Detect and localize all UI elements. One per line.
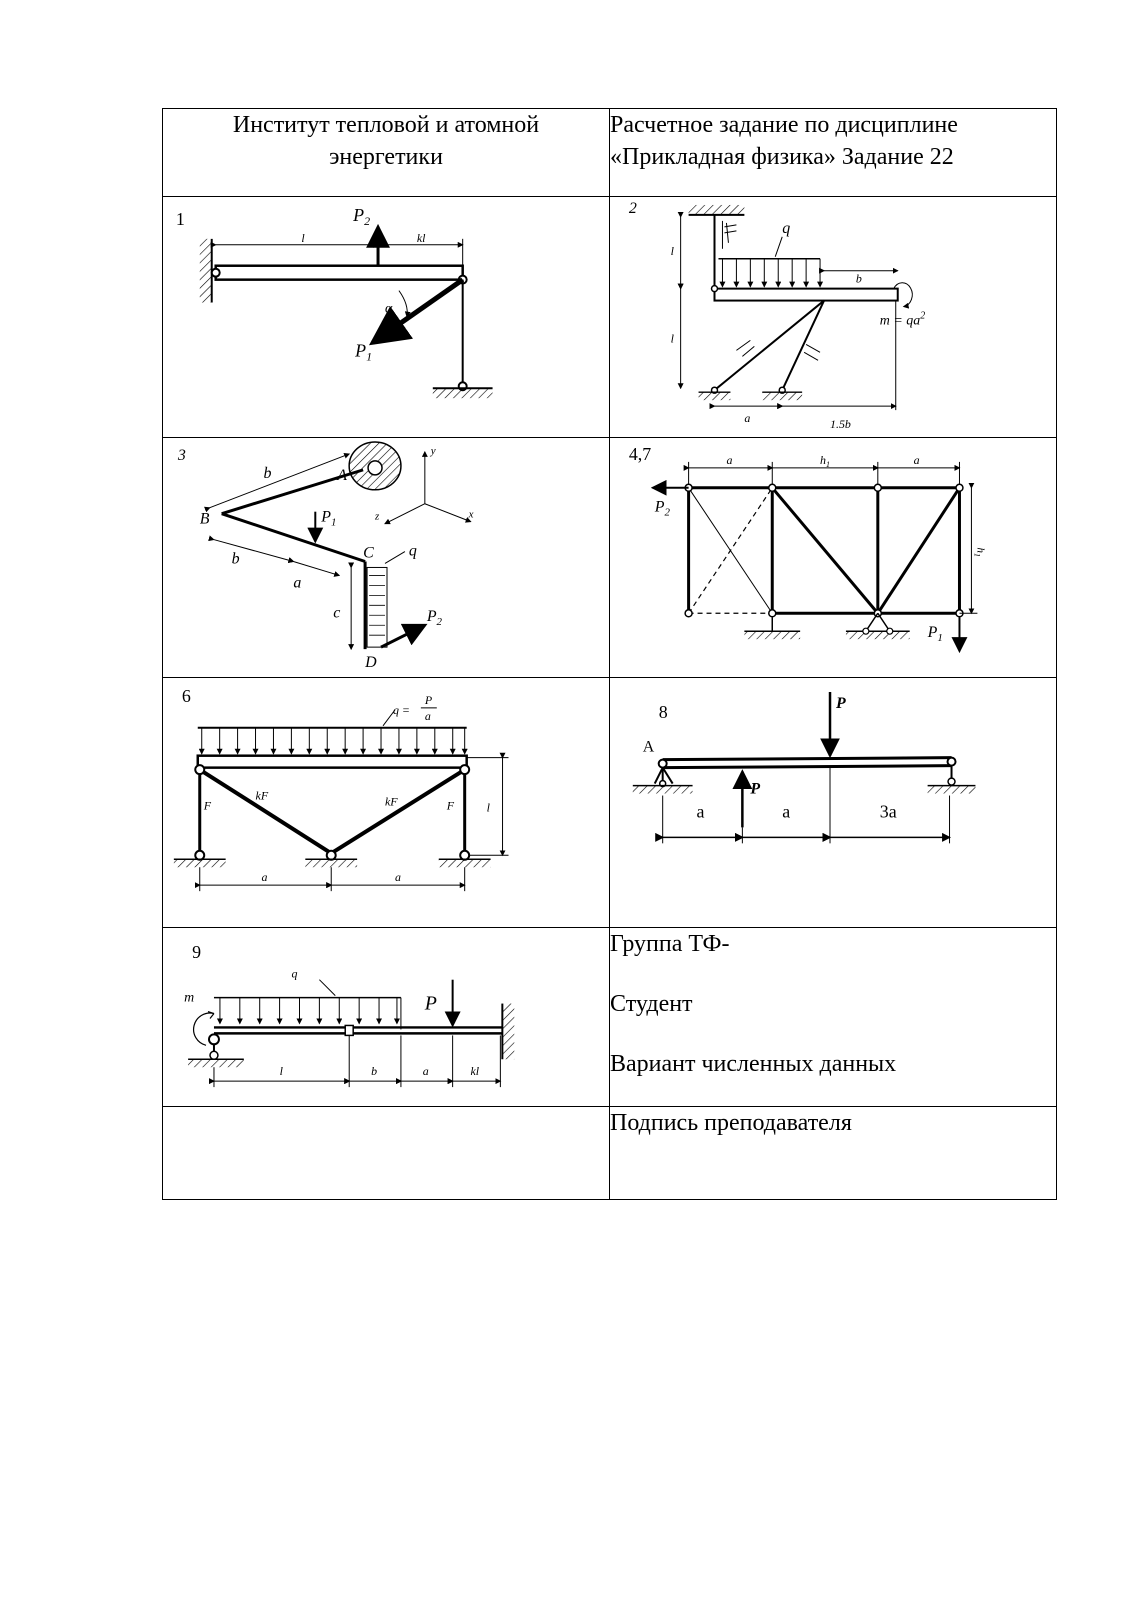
variant-label: Вариант численных данных [610,1051,897,1077]
figure-2-diagram: 2 [629,200,925,431]
figure-8-cell: 8 A P [609,677,1057,928]
p1-label: P1 [354,340,372,363]
axis-y: y [430,445,436,457]
dim-15b: 1.5b [830,417,851,431]
axis-x: x [468,509,474,521]
dim-h: h1 [972,548,986,557]
axis-z: z [374,511,380,523]
moment-label: m = qa2 [880,310,925,328]
figure-3-cell: 3 A b B b a P1 C [162,437,610,678]
dim-a2: a [914,453,920,467]
figure-47-number: 4,7 [629,444,651,464]
dim-b: b [856,272,862,286]
p-label: P [424,993,437,1015]
p2-label: P2 [352,205,370,228]
force-p-down: P [836,695,846,712]
dim-kl: kl [417,231,426,245]
task-table: Институт тепловой и атомной энергетики Р… [162,108,1057,1200]
empty-cell [162,1106,610,1200]
dim-a: a [744,411,750,425]
figure-6-cell: 6 [162,677,610,928]
group-label: Группа ТФ- [610,931,730,957]
p2-label: P2 [426,608,443,628]
dim-b2: b [232,550,240,567]
m-label: m [184,991,194,1006]
figure-1-cell: 1 P2 l kl [162,196,610,438]
p1-label: P1 [927,624,943,644]
f-right: F [446,798,455,812]
dim-a1: a [726,453,732,467]
figure-47-diagram: 4,7 a h1 a [629,444,986,654]
figure-3-number: 3 [177,447,186,464]
dim-b1: b [264,465,272,482]
figure-6-number: 6 [182,686,191,706]
point-A: A [643,739,655,756]
student-label: Студент [610,991,693,1017]
figure-9-cell: 9 q [162,927,610,1107]
p2-label: P2 [654,499,671,519]
dim-a: a [293,574,301,591]
dim-l1: l [671,244,675,258]
dim-l2: l [671,331,675,345]
dim-b: b [371,1064,377,1078]
signature-cell: Подпись преподавателя [609,1106,1057,1200]
dim-l: l [280,1064,284,1078]
dim-a1: a [697,801,705,821]
dim-h1: h1 [820,453,830,469]
dim-3a: 3a [880,801,897,821]
kf-right: kF [385,794,398,808]
q-label: q [292,967,298,981]
figure-47-cell: 4,7 a h1 a [609,437,1057,678]
force-p-up: P [750,781,760,798]
q-num: P [424,693,432,707]
q-den: a [425,709,431,723]
figure-1-diagram: 1 P2 l kl [176,205,493,399]
figure-6-diagram: 6 [173,686,509,892]
q-label: q = [393,703,410,717]
student-info-cell: Группа ТФ- Студент Вариант численных дан… [609,927,1057,1107]
figure-9-number: 9 [192,942,201,962]
point-D: D [364,654,377,671]
p1-label: P1 [320,509,336,529]
figure-3-diagram: 3 A b B b a P1 C [177,441,474,671]
figure-1-number: 1 [176,209,185,229]
institute-line-2: энергетики [329,144,443,170]
task-title-cell: Расчетное задание по дисциплине «Приклад… [609,108,1057,197]
alpha-label: α [385,302,393,317]
f-left: F [203,798,212,812]
q-label: q [409,543,417,560]
dim-a2: a [782,801,790,821]
task-line-1: Расчетное задание по дисциплине [610,112,958,138]
task-line-2: «Прикладная физика» Задание 22 [610,144,954,170]
dim-a: a [423,1064,429,1078]
dim-kl: kl [471,1064,480,1078]
dim-a2: a [395,870,401,884]
point-C: C [363,545,374,562]
dim-l: l [487,800,491,814]
dim-l: l [301,231,305,245]
figure-2-cell: 2 [609,196,1057,438]
figure-9-diagram: 9 q [184,942,515,1088]
dim-a1: a [262,870,268,884]
point-B: B [200,511,210,528]
figure-8-diagram: 8 A P [632,691,976,844]
signature-label: Подпись преподавателя [610,1110,852,1136]
figure-2-number: 2 [629,200,637,217]
dim-c: c [333,604,340,621]
institute-line-1: Институт тепловой и атомной [232,112,540,138]
figure-8-number: 8 [659,702,668,722]
q-label: q [782,220,790,237]
institute-cell: Институт тепловой и атомной энергетики [162,108,610,197]
kf-left: kF [256,789,269,803]
